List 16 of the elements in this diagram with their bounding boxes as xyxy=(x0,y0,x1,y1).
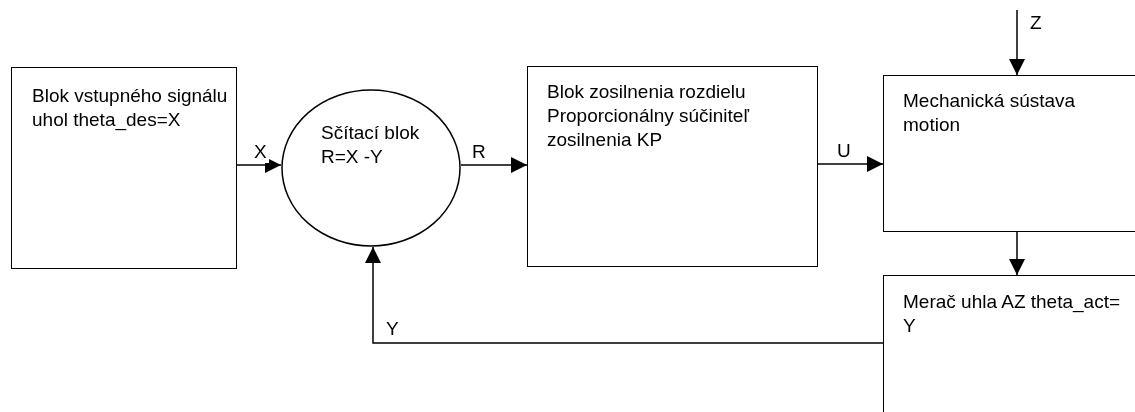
summing-ellipse xyxy=(281,89,461,247)
arrow xyxy=(365,246,884,344)
node-label: Mechanická sústava motion xyxy=(903,89,1077,137)
process-box xyxy=(883,275,1135,412)
arrow xyxy=(817,156,884,172)
node-label: Merač uhla AZ theta_act= Y xyxy=(903,290,1122,338)
process-box xyxy=(527,66,818,267)
node-label: Blok zosilnenia rozdielu Proporcionálny súčiniteľ zosilnenia KP xyxy=(547,80,751,152)
process-box xyxy=(11,67,237,269)
arrow xyxy=(460,157,528,173)
arrow xyxy=(1009,231,1025,276)
node-label: Sčítací blok R=X -Y xyxy=(321,121,421,169)
arrow xyxy=(236,157,282,173)
node-label: Blok vstupného signálu uhol theta_des=X xyxy=(32,84,229,132)
arrow xyxy=(1009,9,1025,76)
process-box xyxy=(883,75,1135,232)
